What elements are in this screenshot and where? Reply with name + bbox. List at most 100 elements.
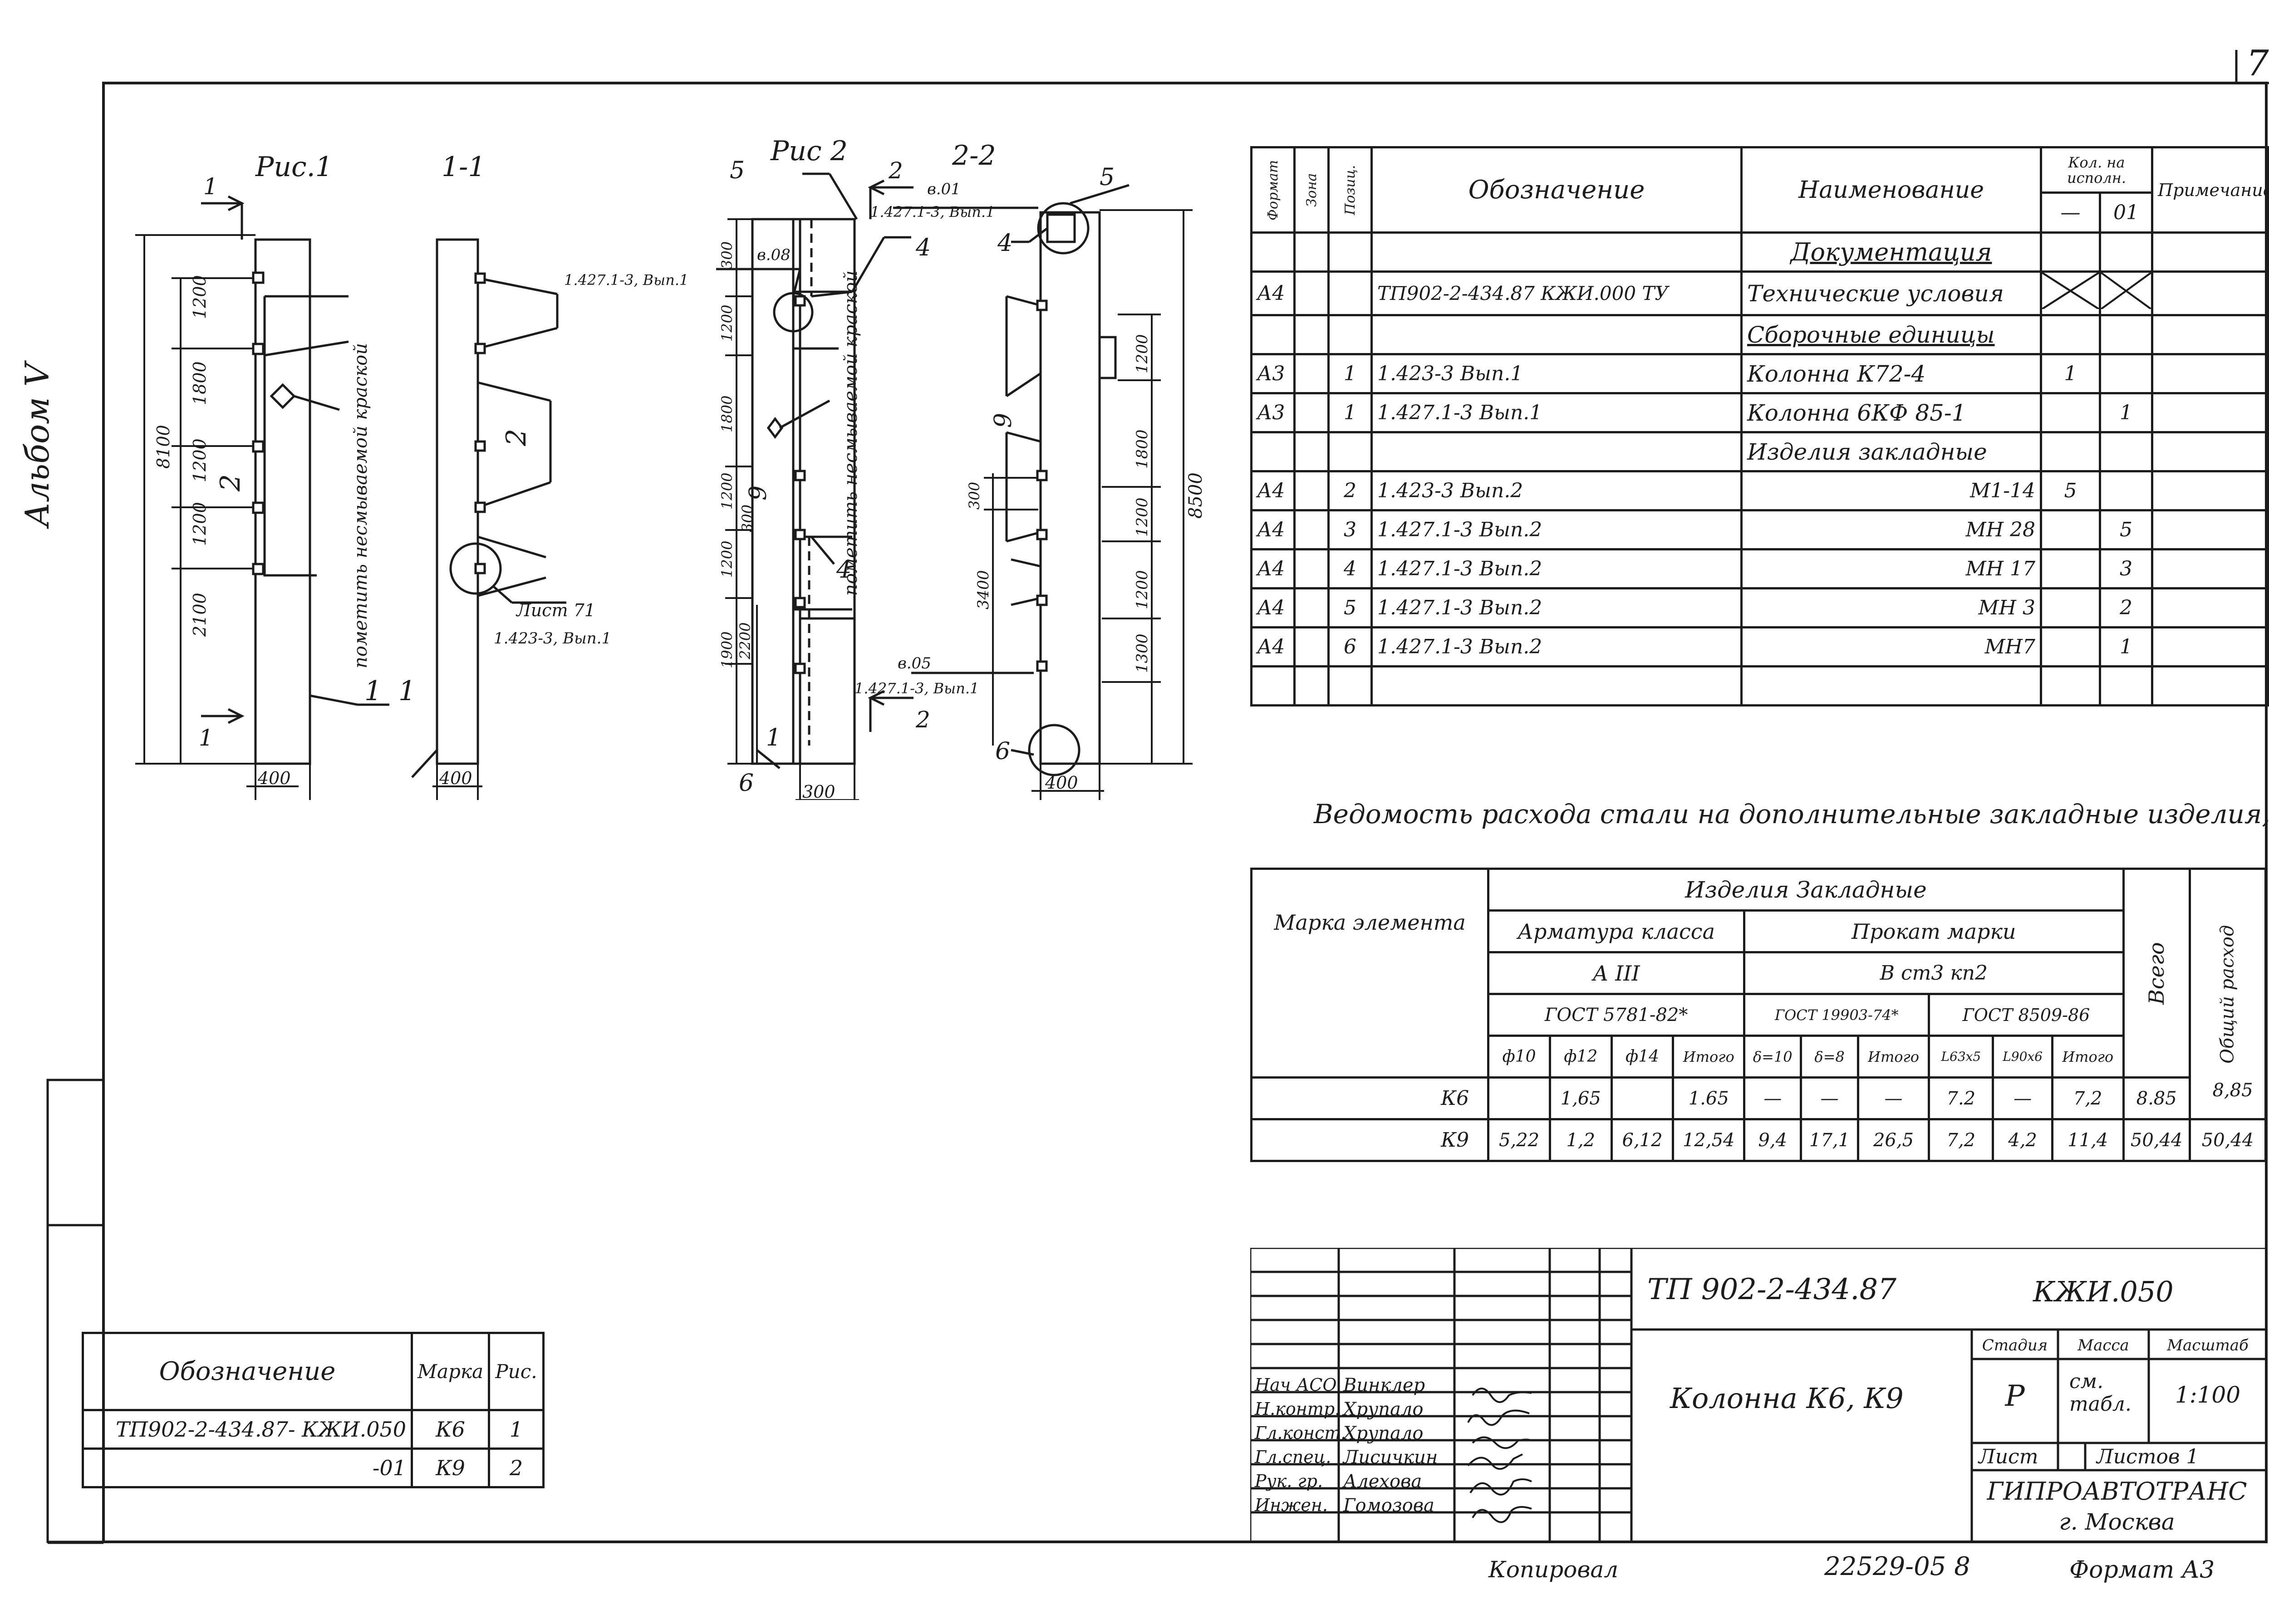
steel-h-total: Всего <box>2123 868 2190 1078</box>
spec-cell <box>2098 353 2154 394</box>
ref-u01-doc: 1.427.1-3, Вып.1 <box>870 203 995 221</box>
sec2-mark-bottom: 2 <box>915 707 930 733</box>
sec2-dim: 3400 <box>974 570 992 609</box>
steel-cell: 12,54 <box>1672 1118 1746 1162</box>
sec1-mark-top: 1 <box>203 173 218 200</box>
ref-u08: в.08 <box>757 246 791 264</box>
fig2-dim: 300 <box>739 505 756 532</box>
fig1-item: 2 <box>215 474 246 492</box>
spec-cell: 1 <box>1327 392 1373 433</box>
sheet-number: 7 <box>2246 43 2269 84</box>
sec1-title: 1-1 <box>442 151 486 183</box>
spec-h-format: Формат <box>1251 147 1295 233</box>
spec-name: Технические условия <box>1740 270 2042 316</box>
spec-cell: 3 <box>1327 509 1373 550</box>
steel-grand-k6: 8,85 <box>2212 1080 2253 1101</box>
spec-designation: 1.423-3 Вып.2 <box>1370 470 1743 511</box>
stamp-mass: см. табл. <box>2069 1370 2131 1416</box>
steel-total: 50,44 <box>2122 1118 2191 1162</box>
spec-cell: А4 <box>1250 548 1296 589</box>
steel-total: 8.85 <box>2122 1076 2191 1120</box>
ref-u08-doc: 1.427.1-3, Вып.1 <box>564 271 688 289</box>
steel-cell: 7,2 <box>1928 1118 1994 1162</box>
spec-section-docs: Документация <box>1740 231 2042 273</box>
fig2-item: 9 <box>745 486 772 500</box>
steel-h-armature: Арматура класса <box>1487 909 1746 953</box>
spec-cell: А4 <box>1250 509 1296 550</box>
fig2-item: 4 <box>836 556 851 584</box>
steel-cell: 7,2 <box>2051 1076 2125 1120</box>
spec-h-note: Примечание <box>2151 146 2269 234</box>
steel-cell <box>1487 1076 1551 1120</box>
cross-cell <box>2040 270 2101 316</box>
spec-section-assemblies: Сборочные единицы <box>1740 314 2042 355</box>
spec-heading-embedded: Изделия закладные <box>1740 431 2042 472</box>
fig1-dim: 1200 <box>190 438 210 482</box>
stamp-mass-label: Масса <box>2077 1336 2129 1354</box>
sec2-dim-width: 400 <box>1045 773 1078 793</box>
table-row: К6 1,65 1.65 — — — 7.2 — 7,2 8.85 <box>1250 1076 2266 1120</box>
stamp-role: Н.контр. <box>1255 1399 1341 1419</box>
steel-grand: 50,44 <box>2188 1118 2267 1162</box>
stamp-person: Хрупало <box>1343 1423 1424 1444</box>
fig1-title: Рис.1 <box>255 151 333 183</box>
ref-u05-doc: 1.427.1-3, Вып.1 <box>855 680 979 697</box>
stamp-org: ГИПРОАВТОТРАНС <box>1987 1477 2247 1506</box>
steel-mark: К6 <box>1250 1076 1490 1120</box>
sec2-title: 2-2 <box>952 140 996 172</box>
sec2-dim: 300 <box>966 482 983 510</box>
steel-table-title: Ведомость расхода стали на дополнительны… <box>1314 799 2269 829</box>
steel-cell: 4,2 <box>1992 1118 2053 1162</box>
stamp-title: Колонна К6, К9 <box>1670 1382 1904 1415</box>
refs-table: Обозначение Марка Рис. ТП902-2-434.87- К… <box>82 1332 545 1488</box>
spec-cell: 5 <box>1327 587 1373 628</box>
refs-fig: 1 <box>488 1409 545 1450</box>
spec-cell: 2 <box>1327 470 1373 511</box>
stamp-scale: 1:100 <box>2175 1382 2241 1408</box>
sec2-mark-top: 2 <box>888 157 903 184</box>
stamp-person: Хрупало <box>1343 1399 1424 1420</box>
fig2-dim: 1800 <box>718 396 736 432</box>
spec-cell: 6 <box>1327 626 1373 667</box>
steel-col: ф14 <box>1610 1035 1675 1079</box>
spec-cell <box>2040 509 2101 550</box>
steel-h-gost1: ГОСТ 5781-82* <box>1487 993 1746 1037</box>
album-label: Альбом V <box>18 363 56 527</box>
steel-cell: 7.2 <box>1928 1076 1994 1120</box>
steel-cell: 26,5 <box>1856 1118 1930 1162</box>
fig2-dim: 1900 <box>718 632 736 668</box>
stamp-person: Гомозова <box>1343 1495 1434 1516</box>
spec-designation: 1.427.1-3 Вып.1 <box>1370 392 1743 433</box>
spec-cell <box>2040 626 2101 667</box>
spec-name: Колонна К72-4 <box>1740 353 2042 394</box>
steel-col: Итого <box>1672 1035 1746 1079</box>
steel-h-mark: Марка элемента <box>1250 868 1490 1079</box>
stamp-role: Рук. гр. <box>1255 1471 1323 1491</box>
ref-list71-doc: 1.423-3, Вып.1 <box>494 629 611 648</box>
spec-cell: 2 <box>2098 587 2154 628</box>
stamp-sheet-label: Лист <box>1979 1445 2038 1468</box>
spec-designation: 1.427.1-3 Вып.2 <box>1370 587 1743 628</box>
steel-cell <box>1610 1076 1675 1120</box>
steel-cell: 1,2 <box>1548 1118 1613 1162</box>
sec2-dim: 8500 <box>1185 472 1206 519</box>
stamp-code: ТП 902-2-434.87 <box>1647 1273 1896 1306</box>
spec-h-zone: Зона <box>1294 147 1329 233</box>
stamp-city: г. Москва <box>2059 1509 2175 1535</box>
cross-cell <box>2098 270 2154 316</box>
sec1-dim-width: 400 <box>439 768 472 788</box>
spec-cell: 1 <box>2040 353 2101 394</box>
fig2-title: Рис 2 <box>770 135 848 167</box>
steel-col: δ=10 <box>1743 1035 1802 1079</box>
fig1-dim-width: 400 <box>257 768 291 788</box>
spec-cell <box>2098 470 2154 511</box>
stamp-role: Инжен. <box>1255 1495 1328 1515</box>
sec1-item: 1 <box>398 675 416 707</box>
refs-designation: ТП902-2-434.87- КЖИ.050 <box>82 1409 413 1450</box>
fig1-dim: 1200 <box>190 502 210 546</box>
sec2-dim: 1800 <box>1133 429 1151 469</box>
spec-name: М1-14 <box>1740 470 2042 511</box>
steel-h-vst: В ст3 кп2 <box>1743 951 2125 995</box>
sec2-column-outline <box>1039 211 1101 765</box>
